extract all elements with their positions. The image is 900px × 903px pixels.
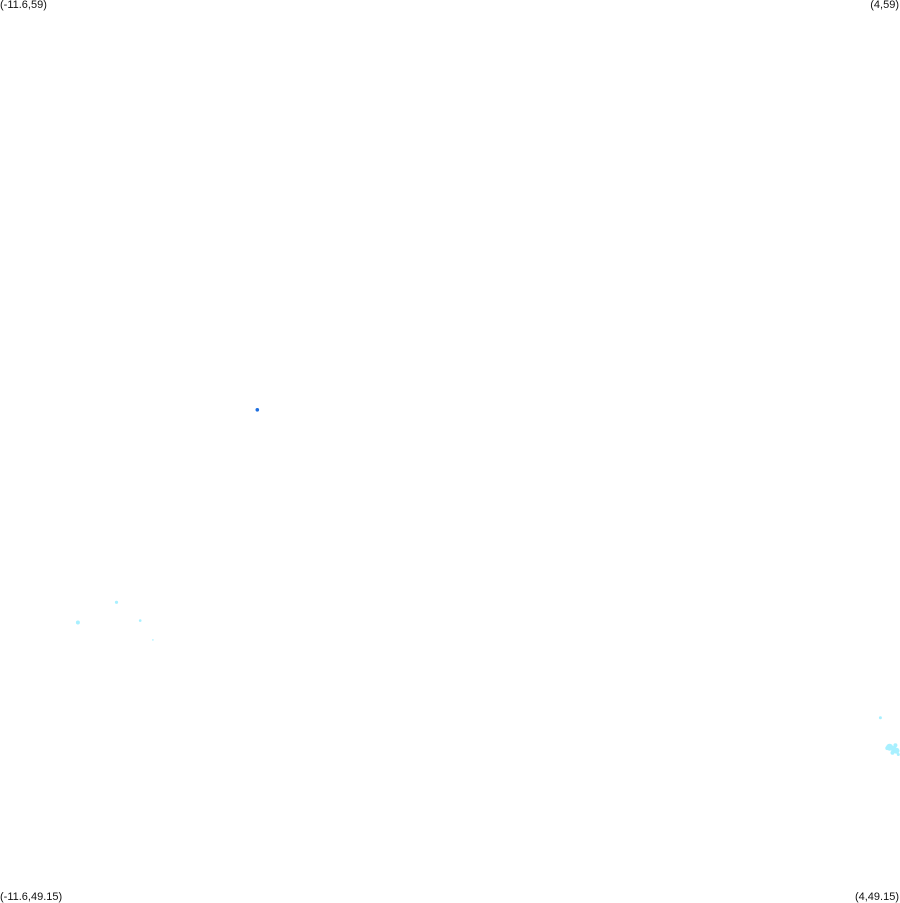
corner-label-top-left: (-11.6,59) <box>0 0 47 11</box>
map-marker-dark <box>255 408 260 412</box>
corner-label-bottom-left: (-11.6,49.15) <box>0 891 63 903</box>
map-marker-light <box>896 753 900 756</box>
map-marker-light <box>138 619 142 622</box>
map-marker-light <box>878 716 882 720</box>
map-marker-light <box>893 747 900 754</box>
marker-layer <box>75 408 900 756</box>
corner-label-bottom-right: (4,49.15) <box>854 891 899 903</box>
map-marker-light <box>152 639 154 641</box>
map-marker-light <box>893 743 898 748</box>
map-marker-light <box>114 600 119 604</box>
map-marker-light <box>885 746 890 751</box>
map-marker-light <box>890 750 895 755</box>
corner-label-top-right: (4,59) <box>870 0 899 11</box>
map-marker-light <box>75 620 80 625</box>
